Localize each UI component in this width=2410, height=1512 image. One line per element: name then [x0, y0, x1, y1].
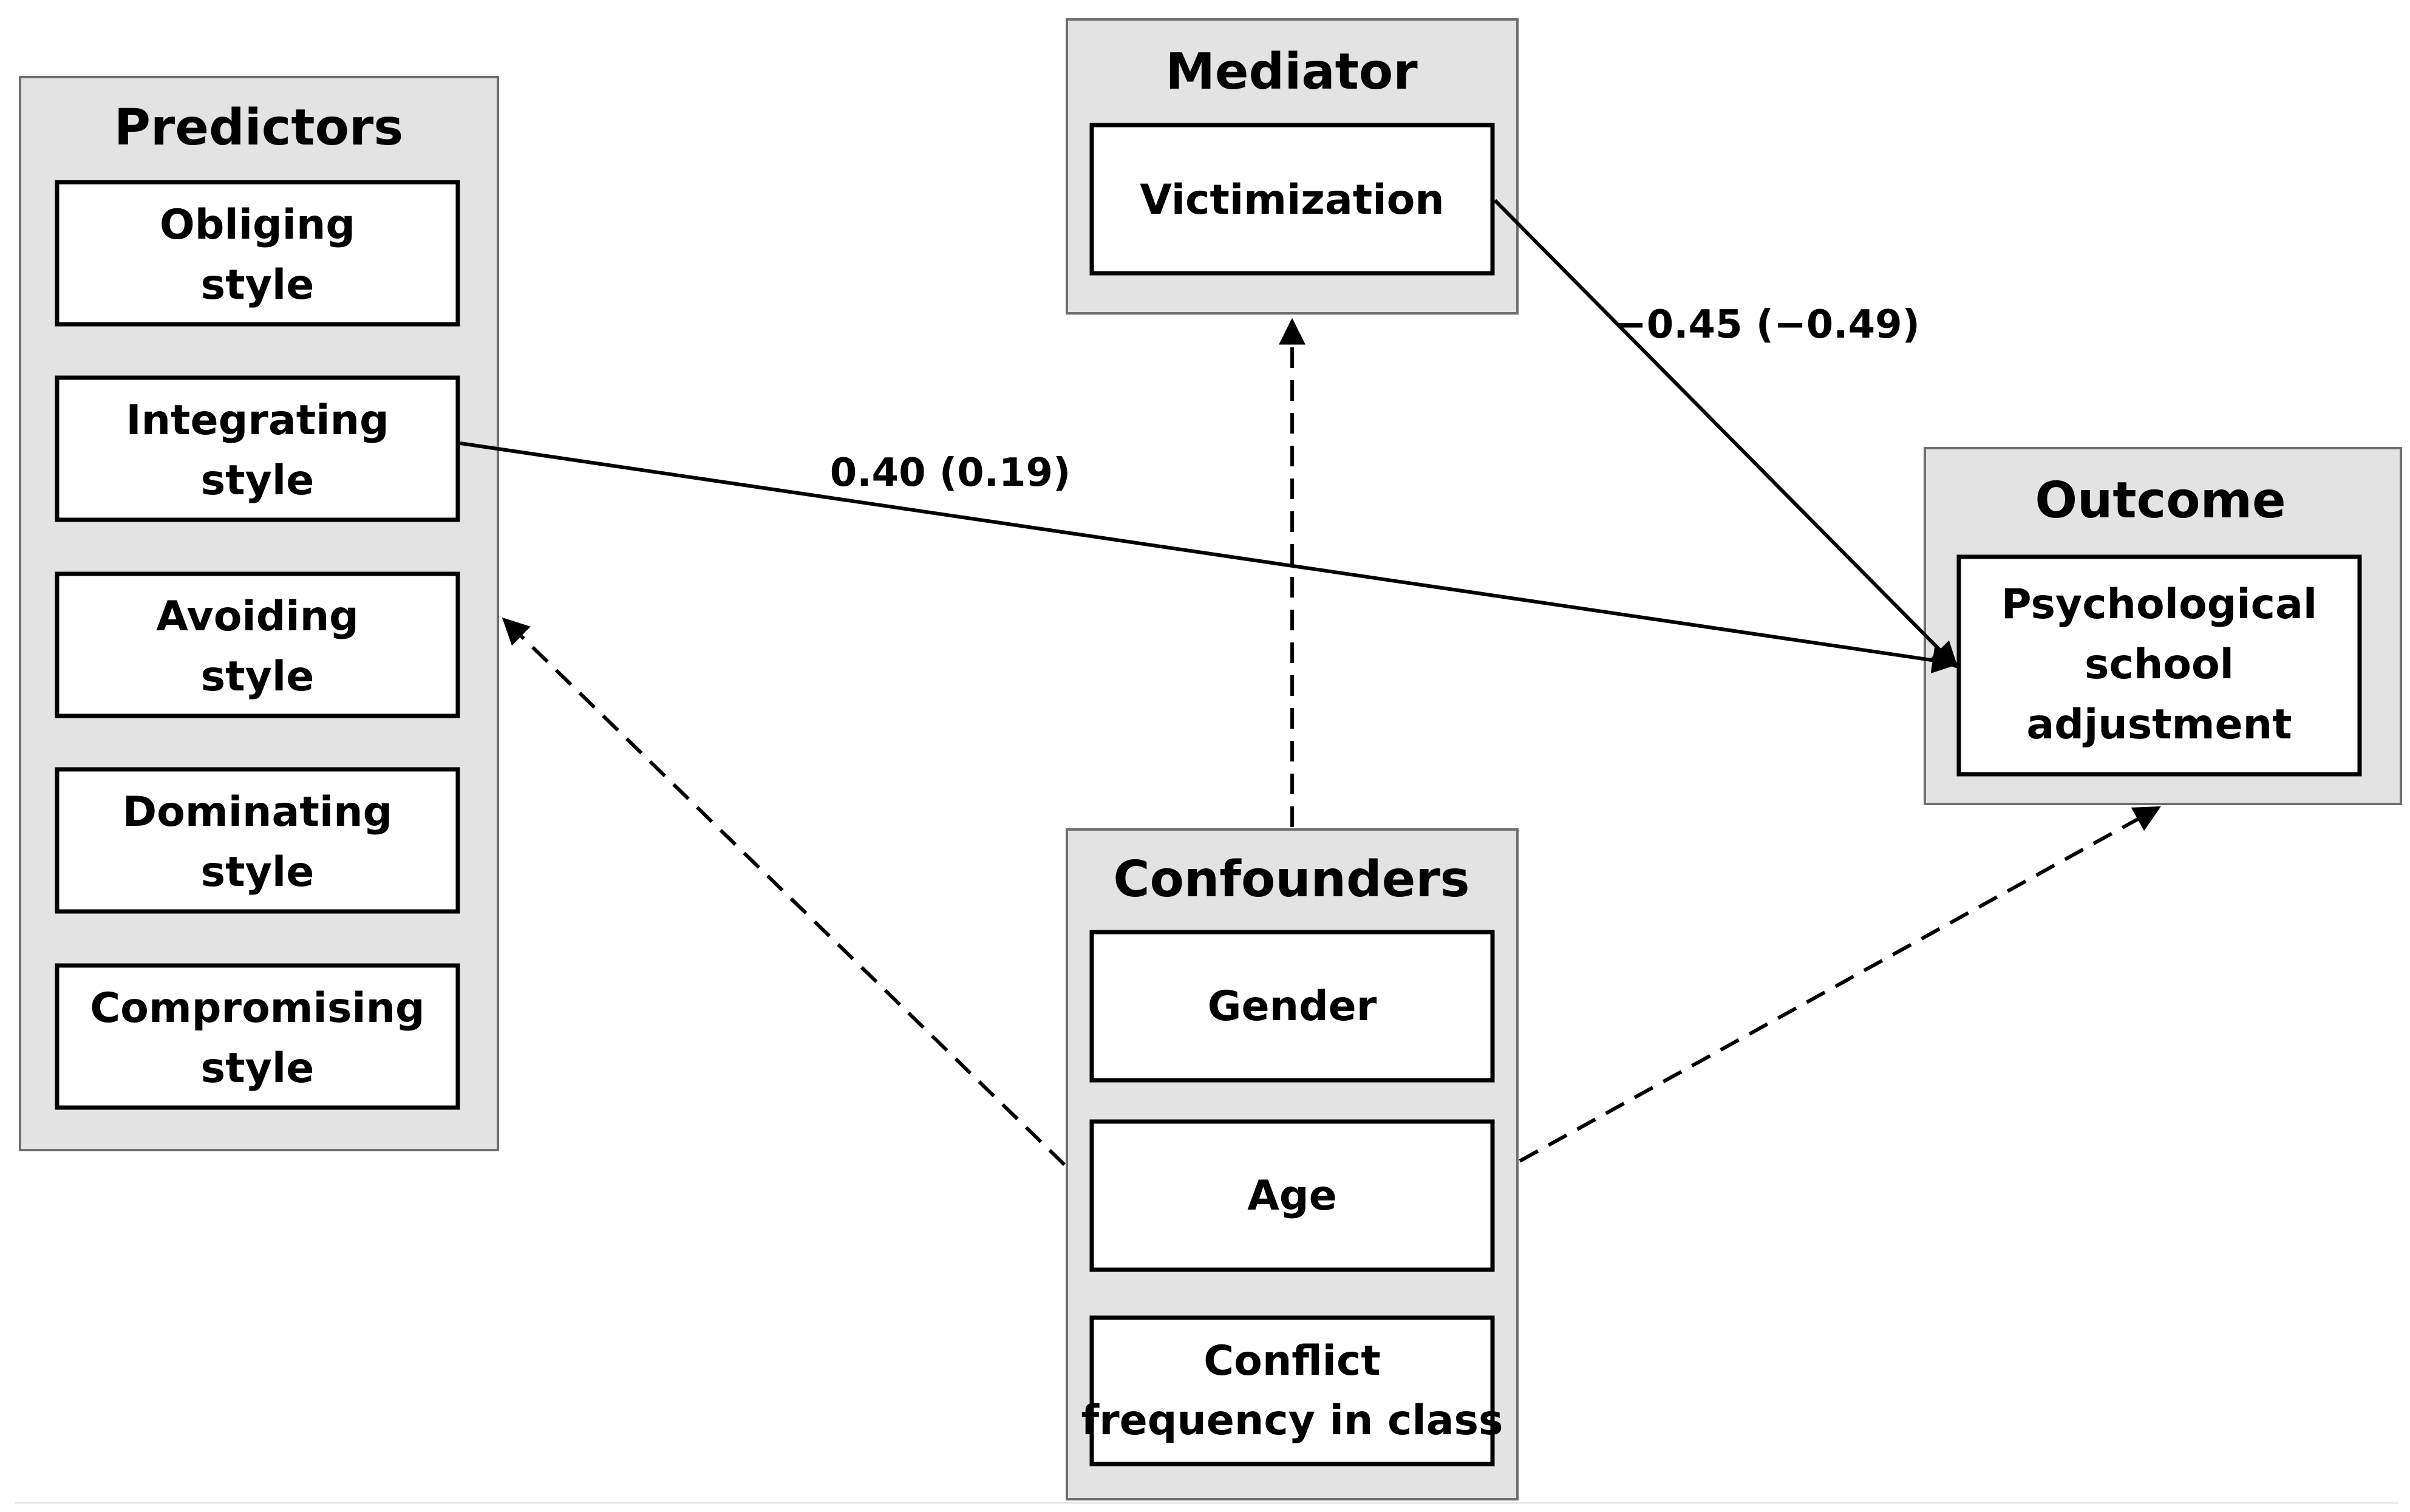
confounders-group: Confounders Gender Age Conflict frequenc… [1066, 828, 1519, 1500]
predictors-title: Predictors [114, 99, 403, 157]
path-integrating-to-outcome [460, 441, 1959, 673]
outcome-label-line1: Psychological [2001, 581, 2317, 628]
conflict-frequency-box: Conflict frequency in class [1081, 1315, 1503, 1466]
conflict-frequency-label-line2: frequency in class [1081, 1397, 1503, 1445]
path-confounders-to-predictors [502, 617, 1066, 1166]
integrating-style-box: Integrating style [55, 375, 460, 522]
outcome-label-line3: adjustment [2026, 701, 2292, 749]
avoiding-style-label-line2: style [201, 653, 315, 701]
mediator-title: Mediator [1165, 43, 1418, 101]
age-label: Age [1247, 1172, 1336, 1220]
age-box: Age [1089, 1119, 1495, 1272]
dominating-style-box: Dominating style [55, 767, 460, 914]
gender-box: Gender [1089, 930, 1495, 1083]
mediator-group: Mediator Victimization [1066, 18, 1519, 315]
predictors-group: Predictors Obliging style Integrating st… [19, 76, 499, 1151]
outcome-title: Outcome [2035, 472, 2286, 530]
path-label-victimization-to-outcome: −0.45 (−0.49) [1614, 302, 1920, 347]
compromising-style-label-line2: style [201, 1044, 315, 1092]
obliging-style-box: Obliging style [55, 180, 460, 327]
compromising-style-box: Compromising style [55, 963, 460, 1110]
compromising-style-label-line1: Compromising [90, 984, 424, 1032]
outcome-group: Outcome Psychological school adjustment [1924, 447, 2402, 805]
integrating-style-label-line2: style [201, 457, 315, 505]
path-label-integrating-to-outcome: 0.40 (0.19) [830, 451, 1071, 495]
avoiding-style-box: Avoiding style [55, 571, 460, 718]
victimization-box: Victimization [1089, 123, 1495, 276]
conflict-frequency-label-line1: Conflict [1203, 1337, 1381, 1385]
outcome-label-line2: school [2085, 641, 2234, 689]
dominating-style-label-line2: style [201, 848, 315, 896]
path-victimization-to-outcome [1493, 199, 1959, 669]
obliging-style-label-line1: Obliging [160, 201, 355, 249]
confounders-title: Confounders [1113, 851, 1469, 908]
gender-label: Gender [1208, 982, 1377, 1030]
avoiding-style-label-line1: Avoiding [156, 593, 359, 641]
dominating-style-label-line1: Dominating [123, 788, 393, 836]
integrating-style-label-line1: Integrating [126, 397, 389, 444]
path-confounders-to-outcome [1519, 806, 2161, 1163]
psychological-school-adjustment-box: Psychological school adjustment [1956, 554, 2362, 777]
obliging-style-label-line2: style [201, 261, 315, 309]
victimization-label: Victimization [1140, 176, 1444, 224]
